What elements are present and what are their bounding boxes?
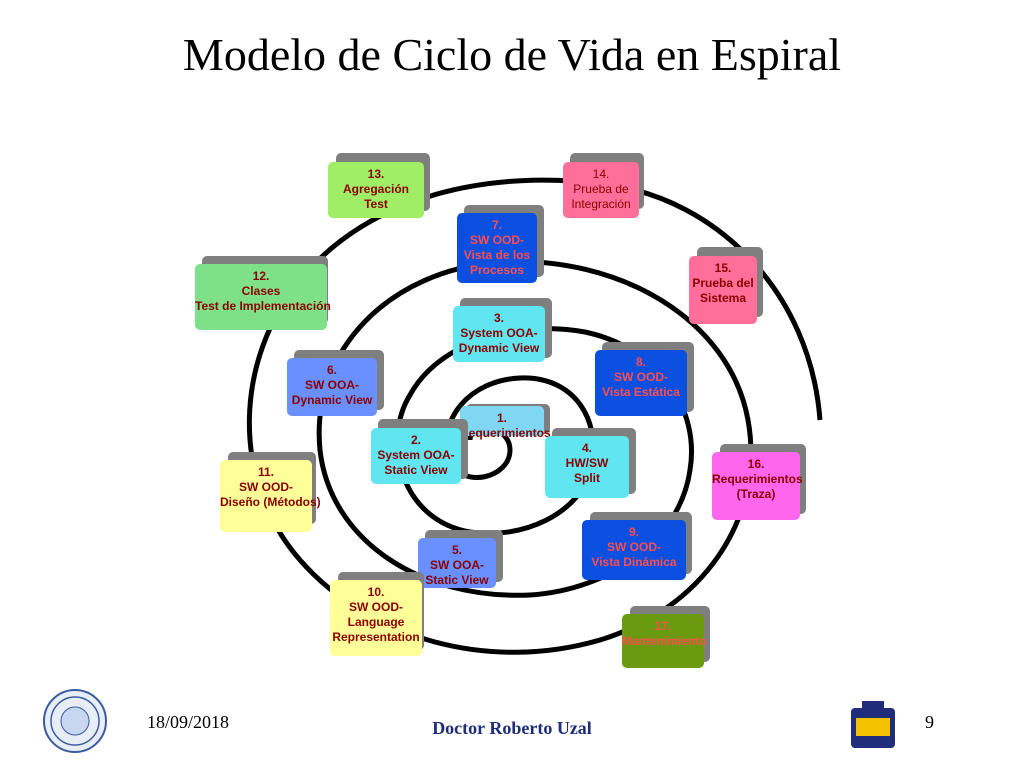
box-line: Diseño (Métodos) [220, 495, 321, 509]
box-line: 10. [367, 585, 385, 599]
box-line: System OOA- [460, 326, 538, 340]
box-line: SW OOD- [470, 233, 524, 247]
box-line: 8. [635, 355, 646, 369]
box-line: Static View [384, 463, 448, 477]
box-line: (Traza) [736, 487, 776, 501]
box-line: Vista de los [463, 248, 531, 262]
box-line: Prueba del [692, 276, 754, 290]
box-line: Procesos [469, 263, 525, 277]
box-line: SW OOD- [607, 540, 661, 554]
box-line: SW OOD- [239, 480, 293, 494]
box-line: Vista Dinámica [591, 555, 677, 569]
box-line: SW OOD- [614, 370, 668, 384]
box-line: Mantenimiento [622, 634, 707, 648]
box-line: Test de Implementación [195, 299, 331, 313]
box-line: 7. [491, 218, 502, 232]
box-11: 11.SW OOD-Diseño (Métodos) [220, 460, 321, 532]
box-17: 17.Mantenimiento [622, 614, 707, 668]
box-line: 17. [654, 619, 672, 633]
box-line: Sistema [699, 291, 747, 305]
university-seal-icon [43, 689, 107, 753]
box-line: HW/SW [565, 456, 609, 470]
footer-author: Doctor Roberto Uzal [432, 718, 592, 738]
box-line: Clases [241, 284, 281, 298]
box-16: 16.Requerimientos(Traza) [712, 452, 803, 520]
faculty-logo-icon [851, 701, 895, 748]
box-line: 2. [410, 433, 421, 447]
footer-date: 18/09/2018 [147, 712, 230, 732]
box-line: 14. [592, 167, 610, 181]
box-line: Agregación [342, 182, 409, 196]
slide-title: Modelo de Ciclo de Vida en Espiral [182, 29, 842, 80]
box-1: 1.Requerimientos [460, 406, 551, 440]
box-line: 13. [367, 167, 385, 181]
box-line: 16. [747, 457, 765, 471]
box-8: 8.SW OOD-Vista Estática [595, 350, 687, 416]
box-3: 3.System OOA-Dynamic View [453, 306, 545, 362]
box-6: 6.SW OOA-Dynamic View [287, 358, 377, 416]
box-line: Integración [571, 197, 631, 211]
box-line: 12. [252, 269, 270, 283]
box-line: 1. [496, 411, 507, 425]
page-number: 9 [925, 712, 934, 732]
box-line: SW OOA- [430, 558, 484, 572]
box-line: Requerimientos [712, 472, 803, 486]
box-line: Language [347, 615, 405, 629]
box-line: SW OOA- [305, 378, 359, 392]
box-line: Representation [332, 630, 420, 644]
box-line: Dynamic View [291, 393, 373, 407]
box-line: 3. [493, 311, 504, 325]
box-5: 5.SW OOA-Static View [418, 538, 496, 588]
box-line: 6. [326, 363, 337, 377]
box-line: 5. [451, 543, 462, 557]
box-9: 9.SW OOD-Vista Dinámica [582, 520, 686, 580]
box-line: Vista Estática [602, 385, 680, 399]
box-line: Dynamic View [458, 341, 540, 355]
box-2: 2.System OOA-Static View [371, 428, 461, 484]
box-line: Split [574, 471, 600, 485]
box-line: SW OOD- [349, 600, 403, 614]
box-line: 15. [714, 261, 732, 275]
box-line: System OOA- [377, 448, 455, 462]
box-line: Test [364, 197, 388, 211]
box-line: 11. [257, 465, 275, 479]
box-line: Static View [425, 573, 489, 587]
box-line: 4. [581, 441, 592, 455]
box-line: Requerimientos [460, 426, 551, 440]
box-line: Prueba de [573, 182, 629, 196]
box-line: 9. [628, 525, 639, 539]
